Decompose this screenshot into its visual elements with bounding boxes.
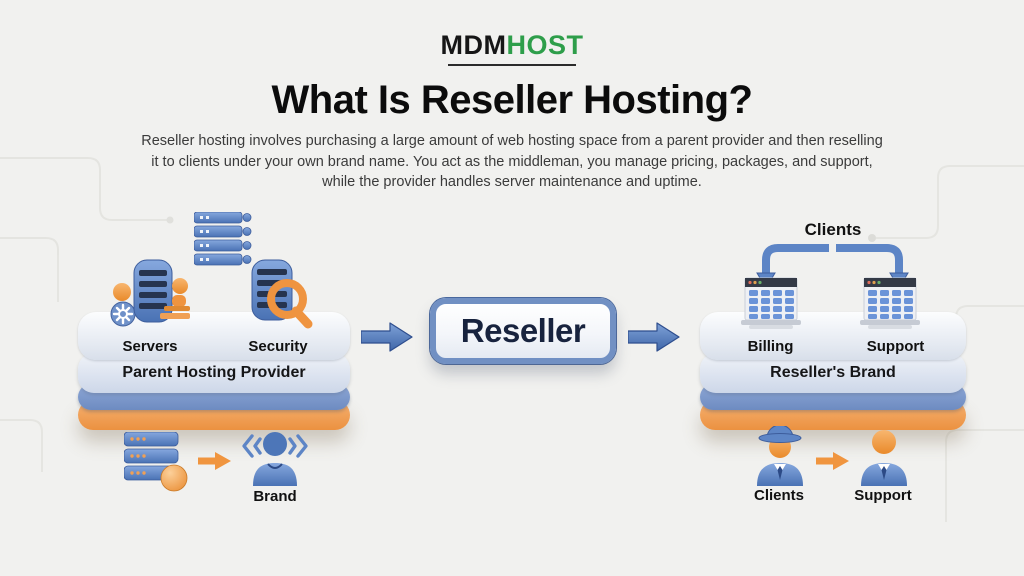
support-label: Support	[866, 338, 925, 355]
arrow-reseller-to-brand-icon	[628, 322, 680, 352]
security-label: Security	[248, 338, 308, 355]
clients-split-arrows-icon	[756, 244, 909, 289]
reseller-platform-top: Billing Support	[700, 312, 966, 360]
arrow-clients-to-support-icon	[816, 452, 849, 470]
arrow-parent-to-reseller-icon	[361, 322, 413, 352]
clients-person-icon	[757, 426, 803, 486]
server-rack-icon	[194, 212, 252, 266]
logo-text-host: HOST	[506, 30, 584, 60]
parent-platform: Servers Security Parent Hosting Provider	[78, 312, 350, 430]
security-icon	[251, 259, 313, 329]
page-description: Reseller hosting involves purchasing a l…	[141, 133, 883, 191]
billing-label: Billing	[747, 338, 794, 355]
brand-person-icon	[242, 432, 308, 486]
page-title: What Is Reseller Hosting?	[271, 78, 753, 122]
arrow-servers-to-brand-icon	[198, 452, 231, 470]
logo-text-mdm: MDM	[440, 30, 507, 60]
logo-underline	[448, 64, 576, 66]
servers-label: Servers	[122, 338, 178, 355]
clients-bottom-label: Clients	[753, 487, 804, 504]
reseller-brand-platform: Billing Support Reseller's Brand	[700, 312, 966, 430]
billing-icon	[741, 277, 801, 329]
header: MDMHOST What Is Reseller Hosting? Resell…	[0, 0, 1024, 193]
clients-top-label: Clients	[804, 220, 862, 239]
servers-icon	[110, 259, 190, 327]
reseller-box: Reseller	[430, 298, 616, 364]
support-bottom-label: Support	[854, 487, 912, 504]
brand-logo: MDMHOST	[0, 0, 1024, 66]
brand-label: Brand	[253, 488, 297, 505]
support-person-icon	[861, 430, 907, 486]
support-window-icon	[860, 277, 920, 329]
small-server-stack-icon	[124, 432, 188, 492]
